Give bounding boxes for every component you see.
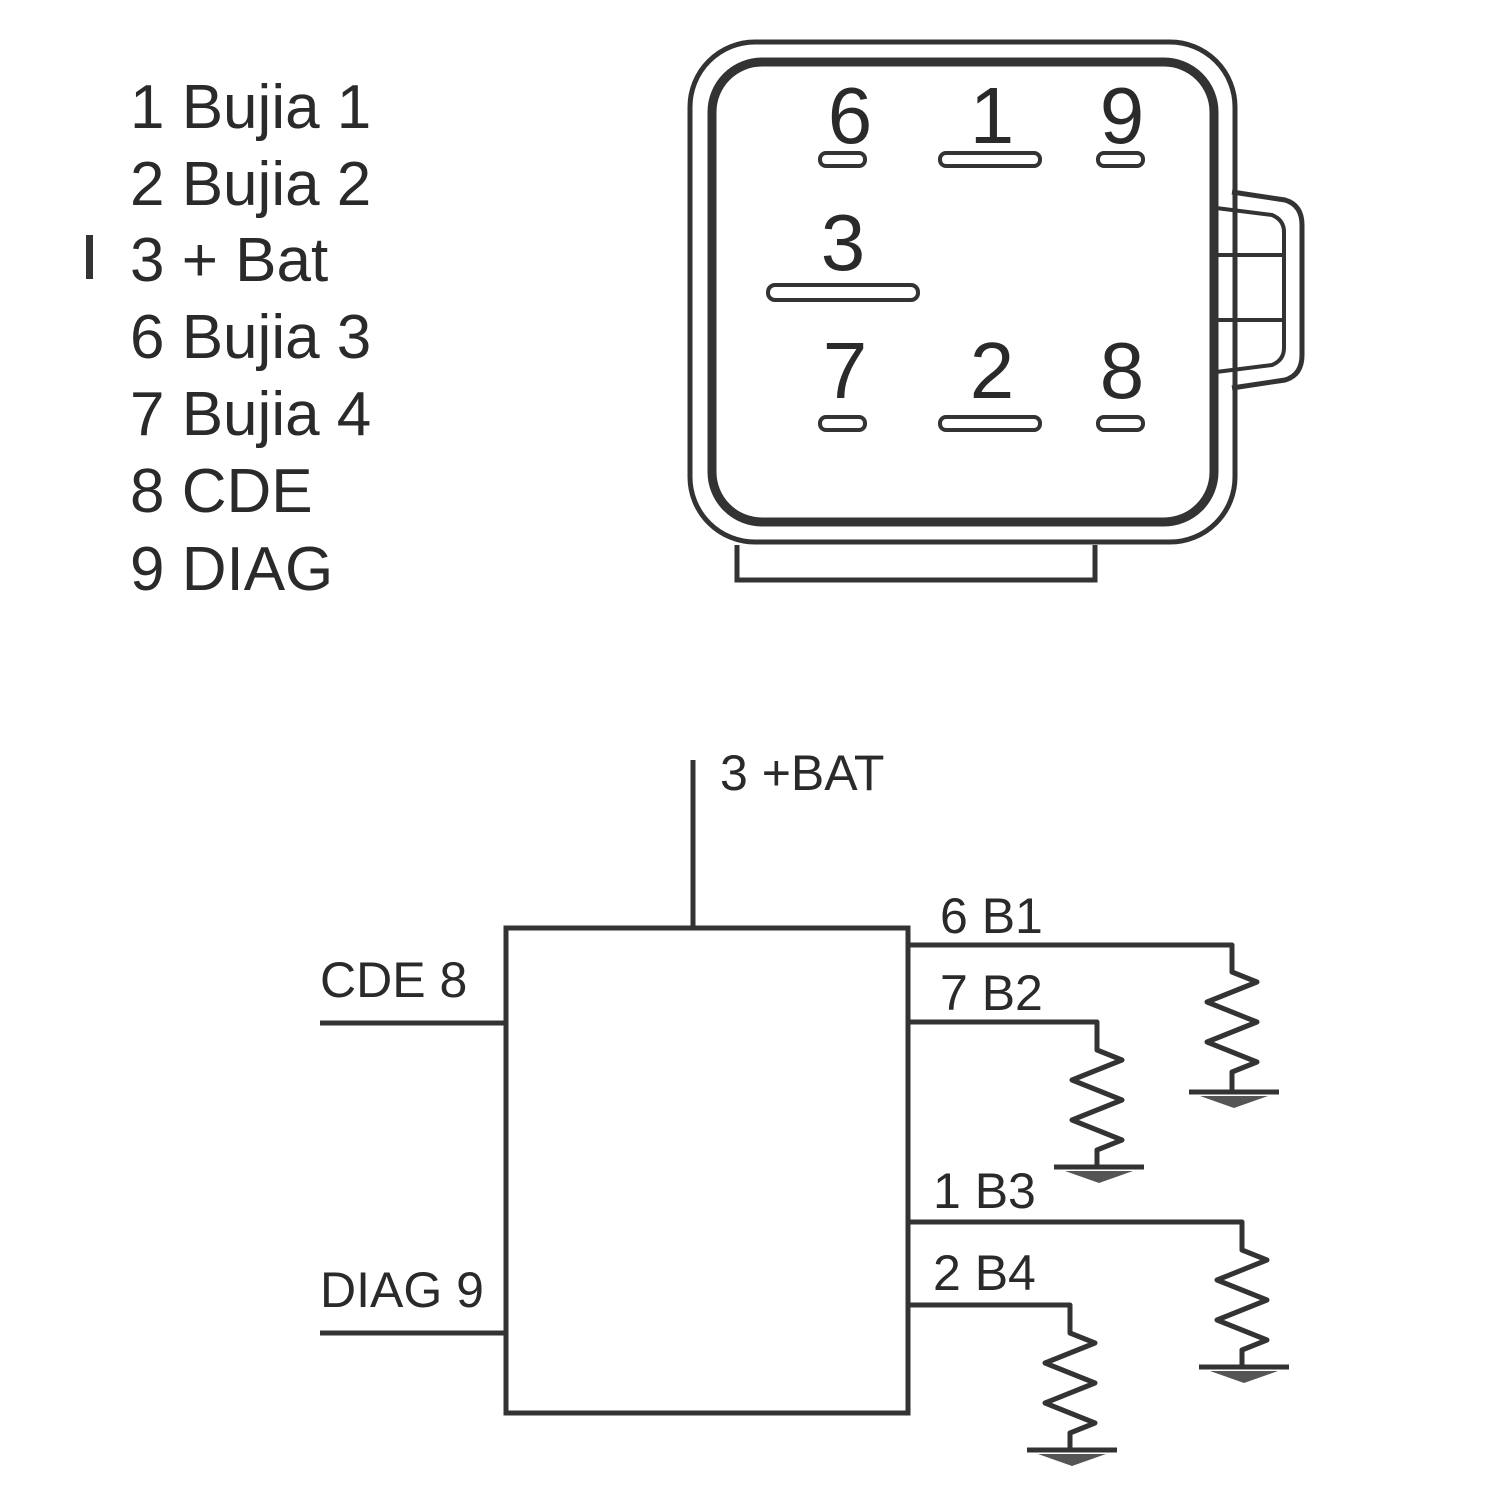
- output-label: 6 B1: [940, 888, 1043, 944]
- supply-label: 3 +BAT: [720, 745, 884, 801]
- legend-item: 1 Bujia 1: [130, 73, 371, 142]
- pin-label: 6: [828, 71, 873, 160]
- pin-label: 1: [970, 71, 1015, 160]
- output-wire-b1: [908, 942, 1260, 1092]
- legend-item: 3 + Bat: [130, 226, 328, 295]
- ground-icon: [1038, 1454, 1106, 1466]
- pin-terminal: [1096, 151, 1145, 168]
- input-label: CDE 8: [320, 952, 467, 1008]
- legend-item: 6 Bujia 3: [130, 303, 371, 372]
- pin-terminal: [1096, 415, 1145, 432]
- legend-item: 9 DIAG: [130, 535, 333, 604]
- pin-label: 2: [970, 326, 1015, 415]
- output-label: 7 B2: [940, 965, 1043, 1021]
- connector-bottom-lip: [734, 545, 1098, 583]
- output-wire-b4: [908, 1302, 1098, 1450]
- connector-inner-shell: [707, 57, 1219, 527]
- connector-outer-shell: [687, 39, 1238, 545]
- connector-face: 6 1 9 3 7 2 8: [687, 39, 1305, 583]
- pin-terminal: [818, 151, 867, 168]
- input-label: DIAG 9: [320, 1262, 484, 1318]
- pin-terminal: [766, 283, 920, 302]
- legend-item: 7 Bujia 4: [130, 380, 371, 449]
- pin-terminal: [818, 415, 867, 432]
- pin-legend: 1 Bujia 1 2 Bujia 2 3 + Bat 6 Bujia 3 7 …: [86, 73, 371, 604]
- legend-marker: [86, 235, 93, 279]
- output-wire-b2: [908, 1019, 1125, 1167]
- schematic: 3 +BAT CDE 8 DIAG 9 6 B1 7 B2 1 B3 2 B4: [320, 745, 1289, 1466]
- connector-latch: [1231, 189, 1305, 391]
- legend-item: 8 CDE: [130, 457, 313, 526]
- pin-label: 3: [821, 198, 866, 287]
- ignition-module-box: [503, 925, 911, 1416]
- pin-terminal: [938, 151, 1042, 168]
- pin-terminal: [938, 415, 1042, 432]
- output-wire-b3: [908, 1219, 1270, 1367]
- legend-item: 2 Bujia 2: [130, 150, 371, 219]
- pin-label: 8: [1100, 326, 1145, 415]
- output-label: 2 B4: [933, 1245, 1036, 1301]
- ground-icon: [1200, 1096, 1268, 1108]
- pin-label: 7: [823, 326, 868, 415]
- output-label: 1 B3: [933, 1163, 1036, 1219]
- pin-label: 9: [1100, 71, 1145, 160]
- ground-icon: [1065, 1171, 1133, 1183]
- ground-icon: [1210, 1371, 1278, 1383]
